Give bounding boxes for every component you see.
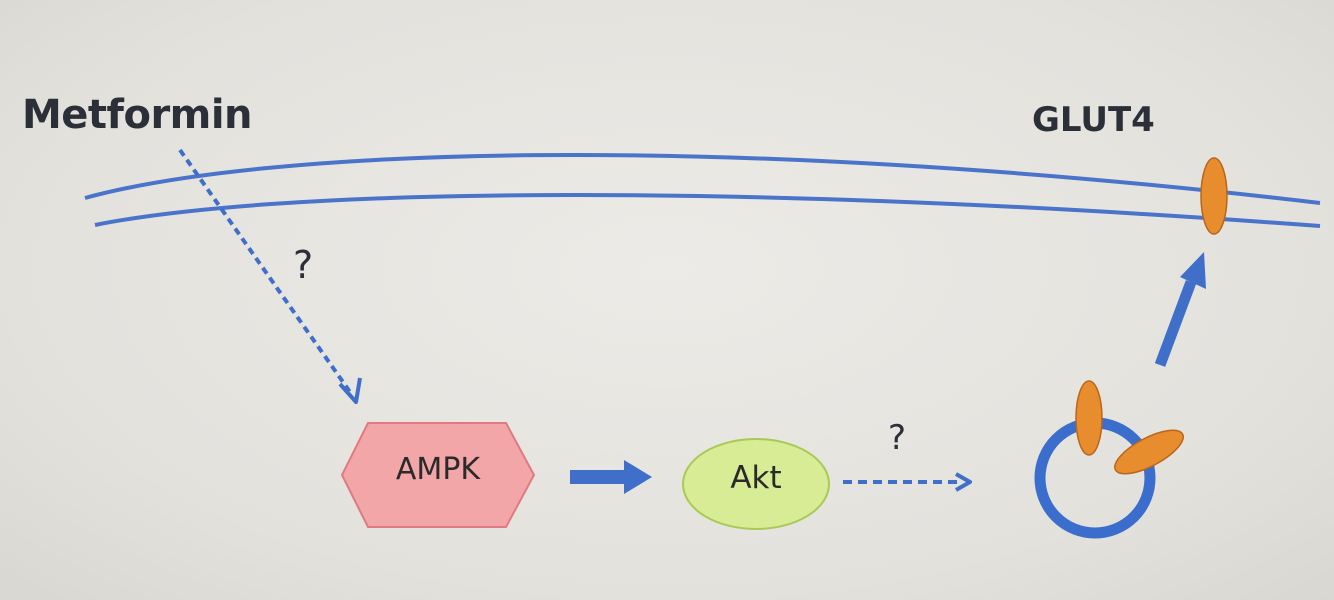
- cell-membrane: [84, 152, 1321, 228]
- glut4-membrane-transporter: [1200, 157, 1228, 235]
- vesicle-glut4-top: [1075, 380, 1103, 456]
- translocation-arrow: [1154, 252, 1206, 367]
- unknown-mechanism-lower: ?: [888, 418, 907, 458]
- akt-node: [682, 438, 830, 530]
- ampk-label: AMPK: [395, 452, 481, 487]
- membrane-outer-line: [84, 152, 1321, 205]
- vesicle-glut4-side: [1114, 429, 1184, 475]
- akt-to-vesicle-arrow: [843, 472, 972, 492]
- metformin-label: Metformin: [22, 92, 253, 138]
- akt-label: Akt: [730, 460, 782, 496]
- ampk-to-akt-arrow: [570, 460, 652, 494]
- unknown-mechanism-upper: ?: [293, 243, 314, 287]
- membrane-inner-line: [94, 193, 1321, 228]
- ampk-node: [340, 422, 536, 528]
- glut4-vesicle: [1034, 380, 1184, 539]
- metformin-to-ampk-arrow: [178, 148, 362, 404]
- glut4-label: GLUT4: [1032, 100, 1155, 140]
